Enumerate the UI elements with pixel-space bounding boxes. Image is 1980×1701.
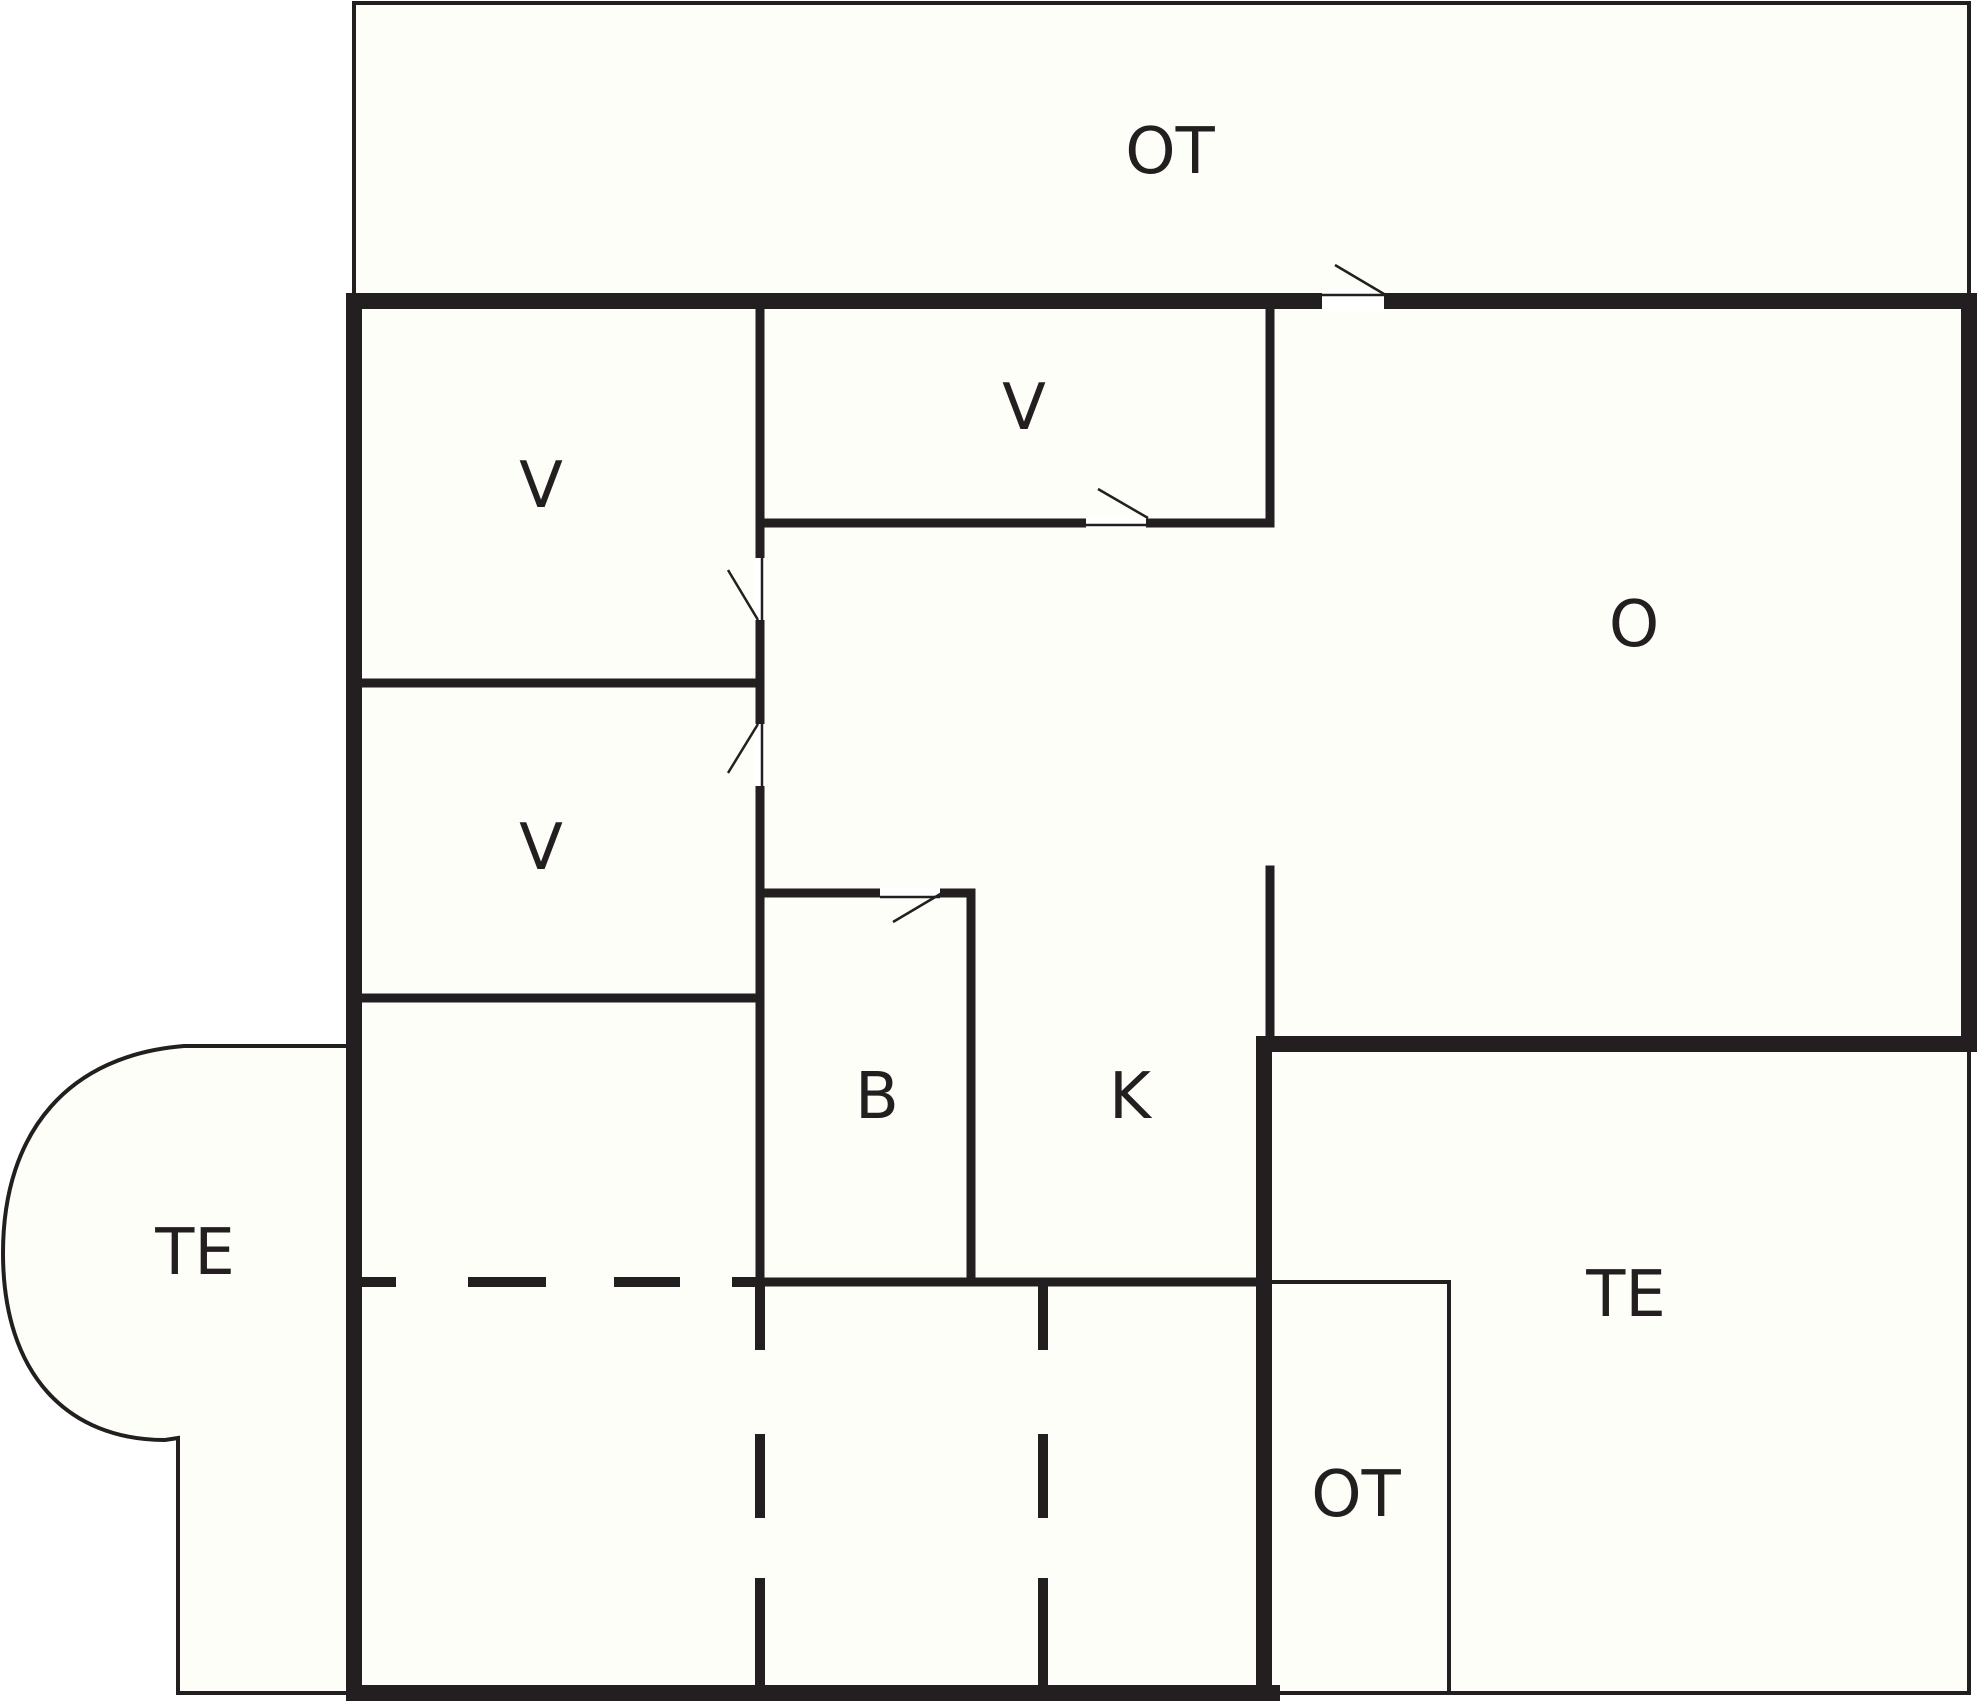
door-swings (726, 263, 1385, 924)
storage-outline (1272, 1280, 1451, 1693)
room-label-ot-bottom: OT (1311, 1458, 1401, 1532)
room-label-ot-top: OT (1125, 115, 1215, 189)
room-label-v-lower-left: V (519, 811, 563, 885)
exterior-walls (346, 293, 1977, 1701)
dashed-boundaries (360, 1277, 1048, 1686)
room-label-o-living: O (1609, 588, 1659, 662)
left-terrace-outline (0, 1044, 346, 1695)
room-labels: OT V V O V B K TE TE OT (154, 115, 1666, 1532)
room-label-k-kitchen: K (1109, 1060, 1153, 1134)
interior-walls (349, 300, 1275, 1287)
floor-areas (3, 3, 1969, 1693)
right-terrace-outline (1272, 1044, 1971, 1695)
room-label-te-right: TE (1585, 1258, 1666, 1332)
room-label-te-left: TE (154, 1216, 235, 1290)
room-label-v-upper-center: V (1002, 371, 1046, 445)
room-label-b-bath: B (855, 1060, 899, 1134)
room-label-v-upper-left: V (519, 449, 563, 523)
upper-terrace-outline (352, 1, 1971, 301)
